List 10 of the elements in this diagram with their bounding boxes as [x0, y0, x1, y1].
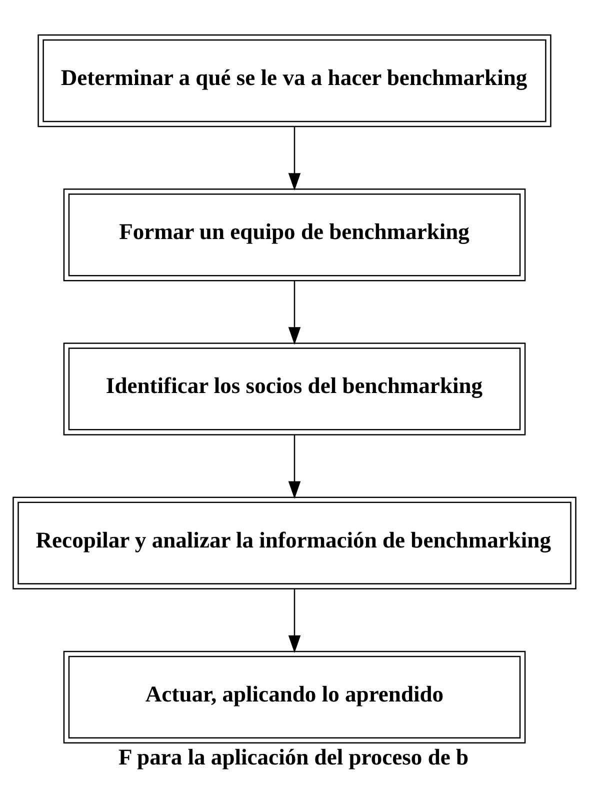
node-box: Actuar, aplicando lo aprendido	[63, 650, 526, 744]
node-box: Identificar los socios del benchmarking	[63, 342, 526, 435]
arrow	[288, 588, 301, 652]
node-box: Formar un equipo de benchmarking	[63, 188, 526, 281]
node-box: Recopilar y analizar la información de benchmarking	[12, 496, 576, 589]
arrow	[288, 434, 301, 498]
arrow	[288, 126, 301, 190]
caption: F para la aplicación del proceso de b	[118, 744, 469, 770]
arrow	[288, 280, 301, 344]
node-box: Determinar a qué se le va a hacer benchmarking	[38, 34, 552, 127]
